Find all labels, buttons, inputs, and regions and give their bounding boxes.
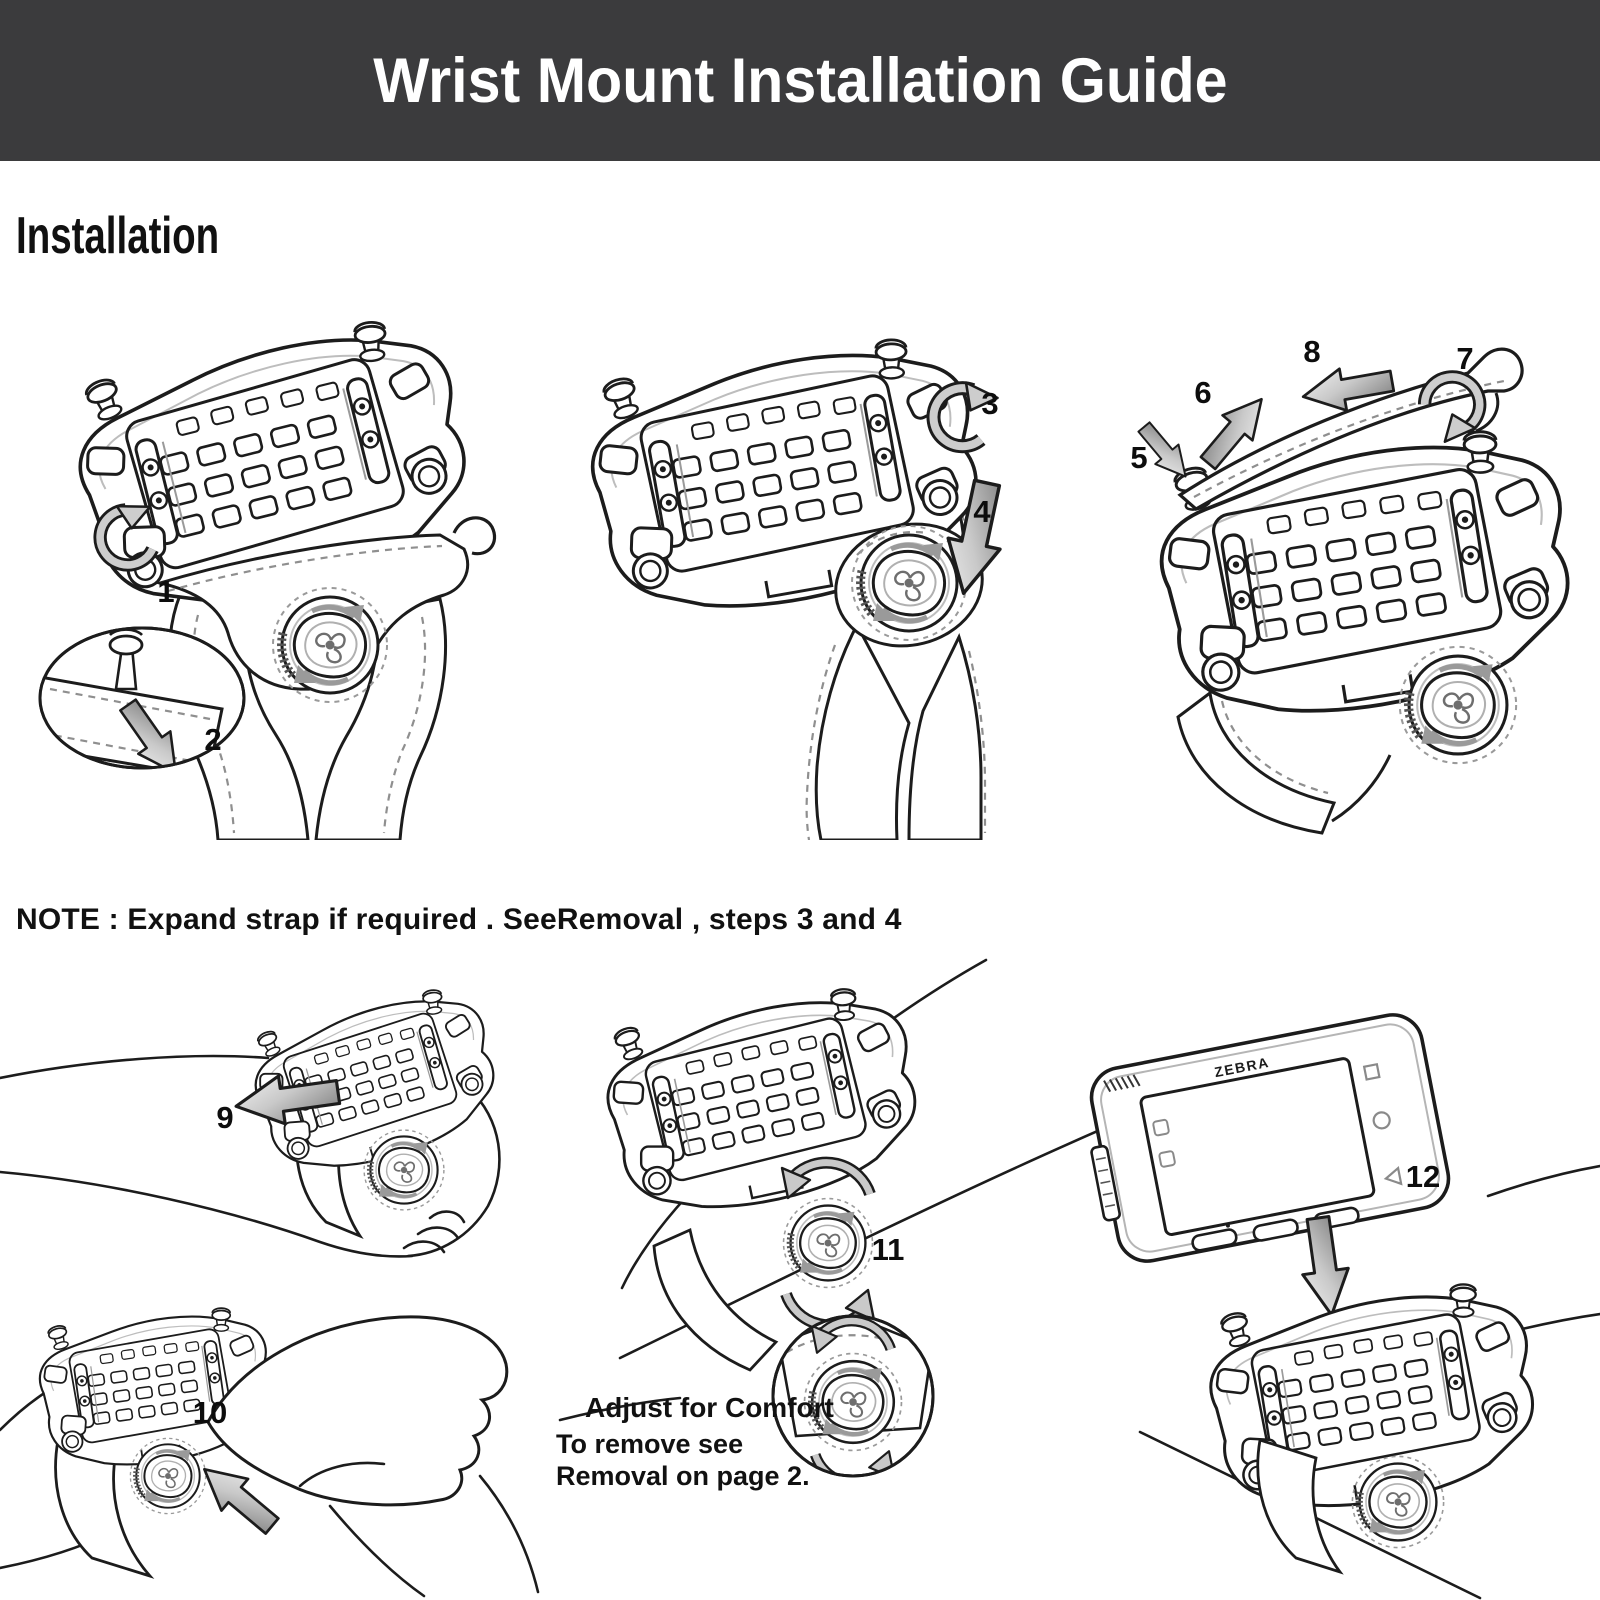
caption-remove-line1: To remove see bbox=[556, 1429, 744, 1459]
nav-circle-icon bbox=[1372, 1111, 1391, 1130]
arm-outline bbox=[1486, 1164, 1600, 1198]
nav-square-icon bbox=[1362, 1062, 1381, 1081]
note-text: NOTE : Expand strap if required . SeeRem… bbox=[16, 903, 902, 936]
wrist-mount-cradle bbox=[594, 971, 933, 1230]
illustration-step-9 bbox=[0, 960, 560, 1258]
illustration-step-12: ZEBRA bbox=[1089, 1013, 1600, 1600]
caption-adjust-for-comfort: Adjust for Comfort bbox=[585, 1392, 834, 1423]
step-number-9: 9 bbox=[216, 1100, 234, 1135]
strap-hook bbox=[1475, 392, 1500, 433]
step-number-6: 6 bbox=[1194, 375, 1212, 410]
illustration-step-11 bbox=[558, 958, 1100, 1478]
illustration-steps-5-8 bbox=[1131, 347, 1600, 835]
hand-outline bbox=[406, 1086, 501, 1258]
caption-remove-line2: Removal on page 2. bbox=[556, 1461, 810, 1491]
wrist-band bbox=[54, 1438, 155, 1579]
wrist-band bbox=[1256, 1438, 1344, 1575]
ratchet-dial-icon bbox=[364, 1130, 444, 1210]
step-number-5: 5 bbox=[1130, 440, 1148, 475]
step-number-1: 1 bbox=[157, 574, 175, 609]
wrist-band bbox=[1176, 690, 1337, 835]
strap-right-leg bbox=[314, 597, 448, 840]
device-buttons bbox=[1191, 1206, 1360, 1252]
ratchet-dial-icon bbox=[130, 1438, 205, 1513]
installation-heading: Installation bbox=[16, 207, 220, 265]
screen-icon bbox=[1158, 1150, 1176, 1168]
caption-removal-reference: To remove see Removal on page 2. bbox=[556, 1428, 810, 1492]
device-connector bbox=[1090, 1144, 1121, 1222]
arm-outline bbox=[0, 1054, 270, 1080]
wrist-band bbox=[652, 1228, 779, 1372]
ratchet-dial-icon bbox=[784, 1199, 873, 1288]
hand-outline bbox=[206, 1315, 509, 1507]
step-number-8: 8 bbox=[1303, 334, 1321, 369]
ratchet-dial-icon bbox=[1352, 1456, 1443, 1547]
step-number-4: 4 bbox=[973, 494, 991, 529]
step-number-7: 7 bbox=[1456, 341, 1474, 376]
step-number-2: 2 bbox=[204, 722, 222, 757]
speaker-grille-icon bbox=[1103, 1074, 1141, 1093]
step-number-10: 10 bbox=[192, 1395, 228, 1430]
step-number-12: 12 bbox=[1405, 1159, 1441, 1194]
illustration-steps-3-4 bbox=[535, 285, 1015, 840]
strap-left-leg bbox=[814, 621, 911, 840]
illustration-step-10 bbox=[0, 1280, 540, 1598]
wearable-device: ZEBRA bbox=[1089, 1013, 1451, 1263]
title-bar: Wrist Mount Installation Guide bbox=[0, 0, 1600, 161]
page-title: Wrist Mount Installation Guide bbox=[372, 45, 1228, 116]
screen-icon bbox=[1152, 1118, 1170, 1137]
illustration-steps-1-2 bbox=[38, 285, 497, 840]
strap-loop bbox=[452, 516, 497, 556]
step-number-11: 11 bbox=[871, 1232, 905, 1267]
nav-back-icon bbox=[1383, 1166, 1403, 1186]
device-screen bbox=[1139, 1057, 1376, 1236]
strap-right-leg bbox=[907, 632, 983, 840]
ratchet-dial-icon bbox=[1400, 647, 1516, 763]
ratchet-dial-icon bbox=[273, 588, 387, 702]
step-number-3: 3 bbox=[981, 386, 999, 421]
